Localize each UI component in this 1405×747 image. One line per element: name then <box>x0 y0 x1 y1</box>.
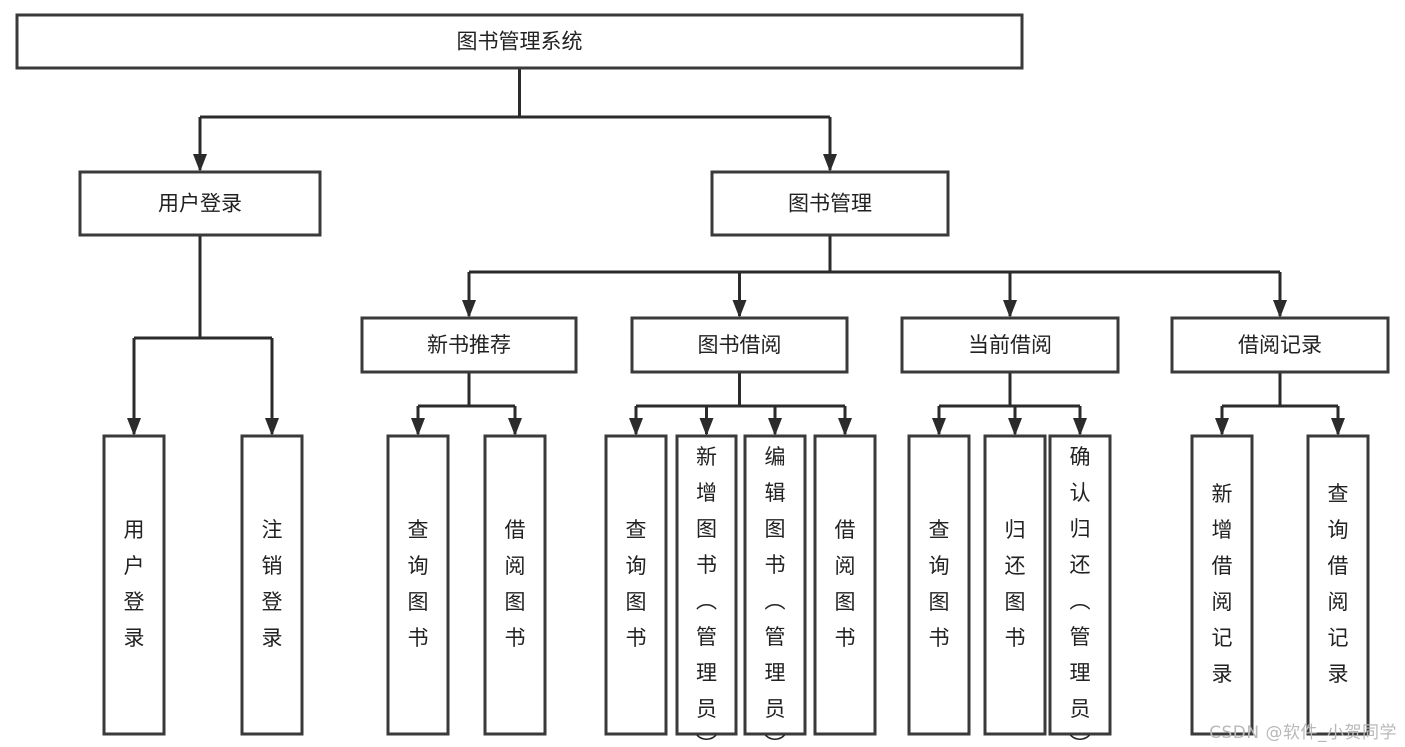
node-label-leaf-confirm-return: 确认归还︵管理员︶ <box>1070 445 1091 747</box>
arrow-icon-leaf-query-book-1 <box>411 418 425 436</box>
arrow-icon-leaf-edit-book <box>768 418 782 436</box>
node-current-borrow[interactable]: 当前借阅 <box>900 316 1120 374</box>
node-label-leaf-user-logout: 注销登录 <box>262 518 283 650</box>
node-leaf-user-login[interactable]: 用户登录 <box>102 434 166 736</box>
node-box-borrow-record <box>1170 316 1390 374</box>
node-leaf-edit-book[interactable]: 编辑图书︵管理员︶ <box>743 434 807 747</box>
node-label-book-borrow: 图书借阅 <box>698 333 782 357</box>
node-label-leaf-add-record: 新增借阅记录 <box>1212 482 1233 686</box>
node-label-leaf-user-login: 用户登录 <box>124 518 145 650</box>
node-leaf-query-book-2[interactable]: 查询图书 <box>604 434 668 736</box>
node-box-new-book-recommend <box>360 316 578 374</box>
node-borrow-record[interactable]: 借阅记录 <box>1170 316 1390 374</box>
node-box-leaf-query-book-3 <box>907 434 971 736</box>
node-label-leaf-query-record: 查询借阅记录 <box>1328 482 1349 686</box>
arrow-icon-leaf-query-book-2 <box>629 418 643 436</box>
arrow-icon-borrow-record <box>1273 300 1287 318</box>
node-box-root <box>15 13 1024 70</box>
arrow-icon-leaf-query-book-3 <box>932 418 946 436</box>
arrow-icon-leaf-borrow-book-1 <box>508 418 522 436</box>
node-root[interactable]: 图书管理系统 <box>15 13 1024 70</box>
arrow-icon-book-manage <box>823 154 837 172</box>
arrow-icon-leaf-add-record <box>1215 418 1229 436</box>
node-book-borrow[interactable]: 图书借阅 <box>630 316 849 374</box>
node-box-leaf-borrow-book-1 <box>483 434 547 736</box>
arrow-icon-leaf-user-logout <box>265 418 279 436</box>
arrow-icon-user-login <box>193 154 207 172</box>
node-box-leaf-user-logout <box>240 434 304 736</box>
arrow-icon-leaf-confirm-return <box>1073 418 1087 436</box>
node-new-book-recommend[interactable]: 新书推荐 <box>360 316 578 374</box>
node-box-leaf-user-login <box>102 434 166 736</box>
node-label-leaf-borrow-book-1: 借阅图书 <box>505 518 526 650</box>
node-box-leaf-add-record <box>1190 434 1254 736</box>
node-label-leaf-query-book-2: 查询图书 <box>626 518 647 650</box>
node-box-leaf-query-record <box>1306 434 1370 736</box>
node-leaf-query-record[interactable]: 查询借阅记录 <box>1306 434 1370 736</box>
node-label-new-book-recommend: 新书推荐 <box>427 333 511 357</box>
node-label-book-manage: 图书管理 <box>788 192 872 216</box>
node-label-current-borrow: 当前借阅 <box>968 333 1052 357</box>
node-box-leaf-edit-book <box>743 434 807 736</box>
node-user-login[interactable]: 用户登录 <box>78 170 322 237</box>
node-leaf-borrow-book-1[interactable]: 借阅图书 <box>483 434 547 736</box>
node-label-user-login: 用户登录 <box>158 192 242 216</box>
node-label-leaf-edit-book: 编辑图书︵管理员︶ <box>765 445 786 747</box>
arrow-icon-new-book-recommend <box>462 300 476 318</box>
node-label-leaf-borrow-book-2: 借阅图书 <box>835 518 856 650</box>
node-box-leaf-query-book-2 <box>604 434 668 736</box>
node-leaf-user-logout[interactable]: 注销登录 <box>240 434 304 736</box>
node-leaf-add-book[interactable]: 新增图书︵管理员︶ <box>675 434 738 747</box>
node-box-leaf-return-book <box>983 434 1047 736</box>
node-label-leaf-query-book-3: 查询图书 <box>929 518 950 650</box>
arrow-icon-book-borrow <box>732 300 747 318</box>
node-leaf-add-record[interactable]: 新增借阅记录 <box>1190 434 1254 736</box>
node-label-leaf-query-book-1: 查询图书 <box>408 518 429 650</box>
node-box-current-borrow <box>900 316 1120 374</box>
node-book-manage[interactable]: 图书管理 <box>710 170 950 237</box>
node-box-user-login <box>78 170 322 237</box>
node-box-leaf-borrow-book-2 <box>813 434 877 736</box>
arrow-icon-leaf-return-book <box>1008 418 1022 436</box>
node-box-leaf-add-book <box>675 434 738 736</box>
arrow-icon-leaf-borrow-book-2 <box>838 418 852 436</box>
node-label-leaf-add-book: 新增图书︵管理员︶ <box>696 445 717 747</box>
node-leaf-query-book-1[interactable]: 查询图书 <box>386 434 450 736</box>
node-leaf-return-book[interactable]: 归还图书 <box>983 434 1047 736</box>
arrow-icon-current-borrow <box>1003 300 1017 318</box>
arrow-icon-leaf-query-record <box>1331 418 1345 436</box>
connector-layer <box>127 68 1345 436</box>
node-box-book-borrow <box>630 316 849 374</box>
node-label-borrow-record: 借阅记录 <box>1238 333 1322 357</box>
node-box-book-manage <box>710 170 950 237</box>
box-layer: 图书管理系统用户登录图书管理新书推荐图书借阅当前借阅借阅记录用户登录注销登录查询… <box>15 13 1390 747</box>
node-label-leaf-return-book: 归还图书 <box>1005 518 1026 650</box>
node-leaf-confirm-return[interactable]: 确认归还︵管理员︶ <box>1048 434 1112 747</box>
node-leaf-query-book-3[interactable]: 查询图书 <box>907 434 971 736</box>
arrow-icon-leaf-user-login <box>127 418 141 436</box>
node-box-leaf-query-book-1 <box>386 434 450 736</box>
node-label-root: 图书管理系统 <box>457 30 583 54</box>
node-leaf-borrow-book-2[interactable]: 借阅图书 <box>813 434 877 736</box>
node-box-leaf-confirm-return <box>1048 434 1112 736</box>
arrow-icon-leaf-add-book <box>699 418 714 436</box>
